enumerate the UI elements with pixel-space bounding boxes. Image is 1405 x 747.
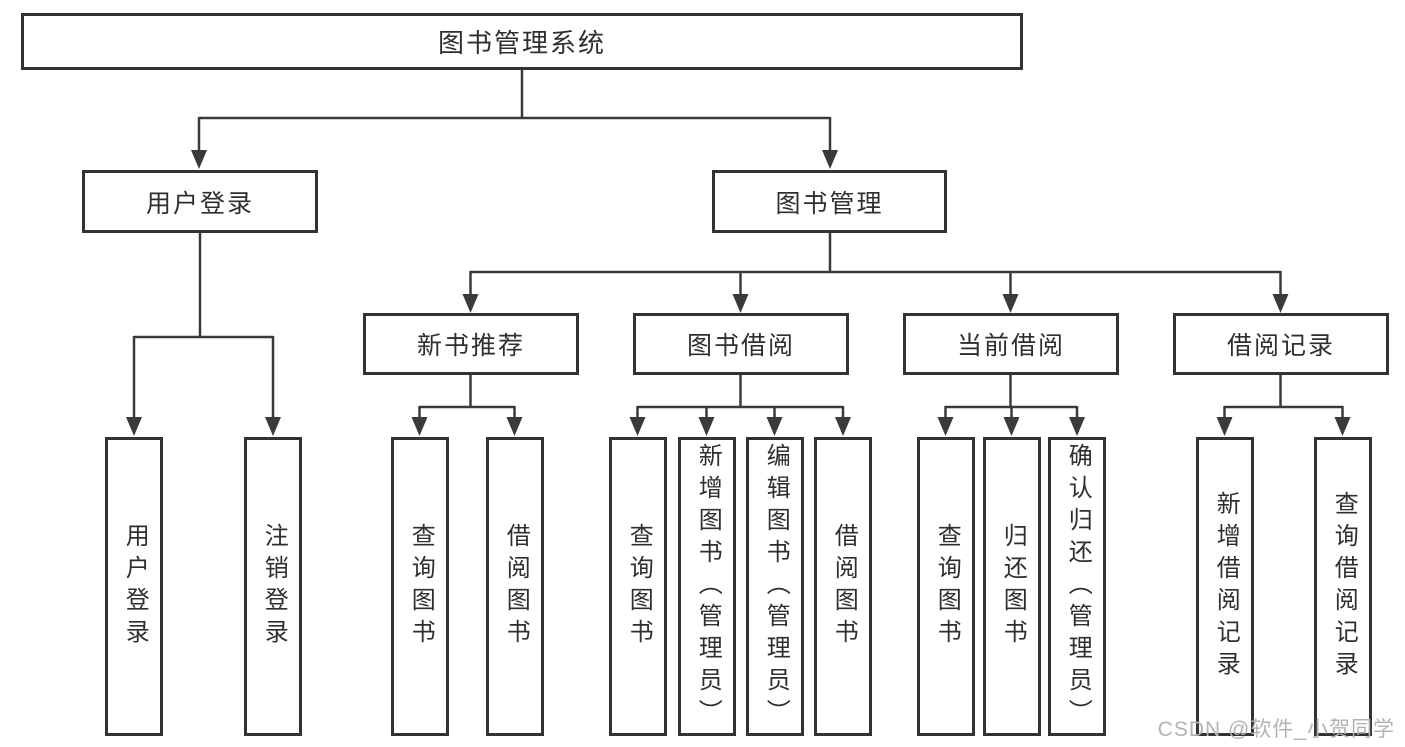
connector-book-borrow <box>636 374 845 421</box>
leaf-recommend-query-books-label: 查询图书 <box>407 522 435 651</box>
leaf-add-books-admin: 新增图书（管理员） <box>678 437 736 736</box>
node-book-management: 图书管理 <box>712 170 947 233</box>
node-user-login-label: 用户登录 <box>145 189 254 218</box>
arrowhead <box>411 417 428 436</box>
leaf-return-books: 归还图书 <box>983 437 1041 736</box>
arrowhead <box>1069 417 1085 436</box>
node-current-borrow: 当前借阅 <box>903 313 1119 375</box>
connector-book-management <box>469 232 1282 298</box>
node-borrow-records-label: 借阅记录 <box>1226 332 1335 360</box>
csdn-watermark: CSDN @软件_小贺同学 <box>1157 718 1395 741</box>
leaf-recommend-borrow-books: 借阅图书 <box>486 437 544 736</box>
arrowhead <box>822 150 838 169</box>
leaf-logout: 注销登录 <box>244 437 302 736</box>
arrowhead <box>1216 417 1233 436</box>
leaf-confirm-return-admin-label: 确认归还（管理员） <box>1064 442 1092 731</box>
arrowhead <box>629 417 646 436</box>
node-borrow-records: 借阅记录 <box>1173 313 1389 375</box>
arrowhead <box>937 417 954 436</box>
leaf-user-login-label: 用户登录 <box>121 522 149 651</box>
arrowhead <box>265 417 281 436</box>
leaf-edit-books-admin-label: 编辑图书（管理员） <box>762 442 790 731</box>
leaf-add-books-admin-label: 新增图书（管理员） <box>694 442 722 731</box>
connector-root <box>197 69 832 154</box>
arrowhead <box>1003 417 1020 436</box>
leaf-confirm-return-admin: 确认归还（管理员） <box>1048 437 1106 736</box>
node-root: 图书管理系统 <box>21 13 1023 70</box>
leaf-borrow-books-label: 借阅图书 <box>830 522 858 651</box>
leaf-edit-books-admin: 编辑图书（管理员） <box>746 437 804 736</box>
leaf-query-borrow-record: 查询借阅记录 <box>1314 437 1372 736</box>
node-book-borrow: 图书借阅 <box>633 313 849 375</box>
arrowhead <box>835 417 851 436</box>
leaf-borrow-books: 借阅图书 <box>814 437 872 736</box>
leaf-recommend-borrow-books-label: 借阅图书 <box>502 522 530 651</box>
node-book-borrow-label: 图书借阅 <box>686 332 795 360</box>
leaf-user-login: 用户登录 <box>105 437 163 736</box>
arrowhead <box>1334 417 1351 436</box>
leaf-query-borrow-record-label: 查询借阅记录 <box>1330 490 1358 683</box>
arrowhead <box>766 417 783 436</box>
leaf-current-query-books: 查询图书 <box>917 437 975 736</box>
node-user-login: 用户登录 <box>82 170 318 233</box>
node-current-borrow-label: 当前借阅 <box>956 332 1065 360</box>
node-book-management-label: 图书管理 <box>775 189 884 218</box>
leaf-add-borrow-record: 新增借阅记录 <box>1196 437 1254 736</box>
leaf-borrow-query-books: 查询图书 <box>609 437 667 736</box>
leaf-recommend-query-books: 查询图书 <box>391 437 449 736</box>
arrowhead <box>126 417 142 436</box>
arrowhead <box>732 294 749 313</box>
node-new-book-recommend-label: 新书推荐 <box>416 332 525 360</box>
connector-lines <box>132 69 1344 421</box>
node-new-book-recommend: 新书推荐 <box>363 313 579 375</box>
connector-current-borrow <box>944 374 1079 421</box>
leaf-logout-label: 注销登录 <box>260 522 288 651</box>
leaf-add-borrow-record-label: 新增借阅记录 <box>1212 490 1240 683</box>
connector-new-book-recommend <box>418 374 516 421</box>
connector-borrow-records <box>1223 374 1344 421</box>
node-root-label: 图书管理系统 <box>437 28 606 58</box>
leaf-borrow-query-books-label: 查询图书 <box>625 522 653 651</box>
arrowhead <box>1272 294 1289 313</box>
arrowhead <box>191 150 207 169</box>
arrowhead <box>1002 294 1019 313</box>
leaf-return-books-label: 归还图书 <box>999 522 1027 651</box>
connector-user-login <box>132 232 275 421</box>
arrowhead <box>506 417 523 436</box>
arrowheads <box>126 150 1351 436</box>
arrowhead <box>462 294 479 313</box>
arrowhead <box>698 417 715 436</box>
leaf-current-query-books-label: 查询图书 <box>933 522 961 651</box>
